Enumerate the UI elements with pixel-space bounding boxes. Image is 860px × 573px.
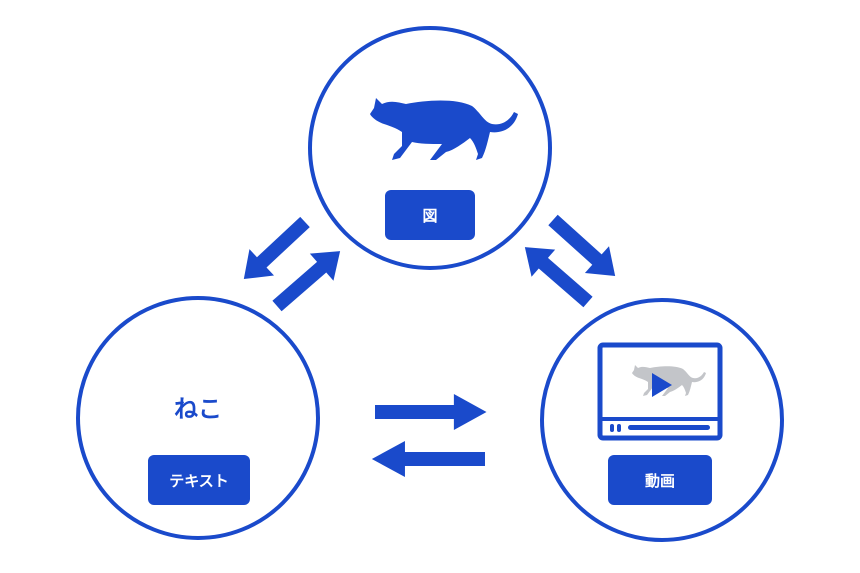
image-label-badge [385, 190, 475, 240]
play-icon [652, 373, 672, 397]
text-label: テキスト [169, 472, 229, 490]
video-label: 動画 [645, 472, 675, 490]
text-node-circle [76, 296, 320, 540]
arrow-text-to-video [375, 394, 487, 430]
text-node: ねこ テキスト [76, 296, 320, 540]
text-word: ねこ [174, 395, 222, 423]
image-node: 図 [308, 26, 552, 270]
text-label-badge [148, 455, 250, 505]
video-player-icon [597, 342, 723, 441]
arrow-video-to-text [371, 441, 485, 477]
image-label: 図 [422, 207, 437, 225]
video-label-badge [608, 455, 712, 505]
video-node: 動画 [540, 298, 784, 542]
image-node-circle [308, 26, 552, 270]
